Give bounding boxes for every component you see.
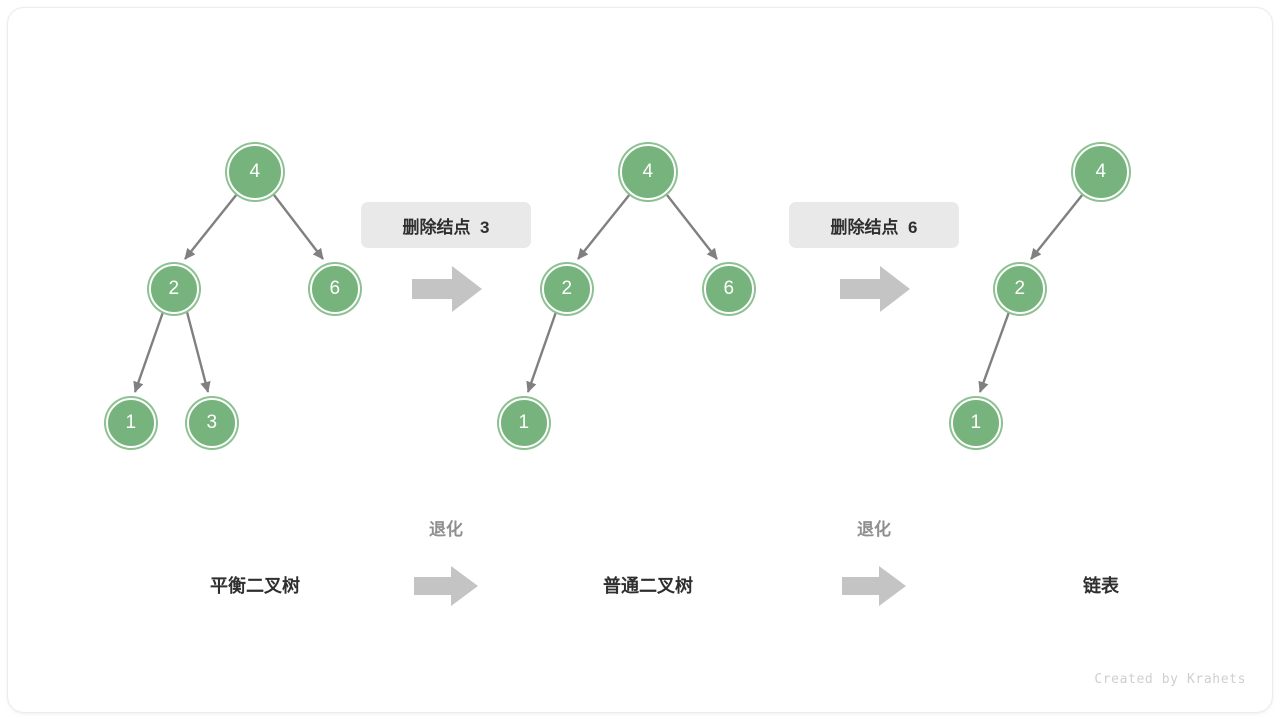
tree-node-balanced-4[interactable]: 4: [227, 144, 283, 200]
tree-edges-layer: [133, 193, 1084, 393]
watermark-credit: Created by Krahets: [1094, 672, 1246, 687]
summary-arrow-1: [414, 566, 478, 606]
edge-4-to-6: [666, 194, 718, 260]
tree-node-ordinary-1[interactable]: 1: [499, 398, 549, 448]
tree-node-balanced-1[interactable]: 1: [106, 398, 156, 448]
tree-node-ordinary-2[interactable]: 2: [542, 264, 592, 314]
transition-arrow-2: [840, 266, 910, 312]
op-label-delete-node-3: 删除结点 3: [361, 202, 531, 248]
summary-arrow-2: [842, 566, 906, 606]
tree-node-list-4[interactable]: 4: [1073, 144, 1129, 200]
edge-4-to-6: [273, 194, 324, 260]
tree-node-ordinary-4[interactable]: 4: [620, 144, 676, 200]
edge-2-to-3: [185, 311, 211, 393]
caption-linked-list: 链表: [1083, 576, 1119, 596]
caption-balanced-tree: 平衡二叉树: [210, 576, 300, 596]
edge-4-to-2: [184, 193, 238, 260]
caption-ordinary-tree: 普通二叉树: [603, 576, 693, 596]
edge-2-to-1: [526, 311, 558, 393]
tree-node-balanced-2[interactable]: 2: [149, 264, 199, 314]
tree-node-balanced-3[interactable]: 3: [187, 398, 237, 448]
edge-2-to-1: [978, 311, 1011, 393]
tree-node-list-1[interactable]: 1: [951, 398, 1001, 448]
edge-2-to-1: [133, 311, 165, 393]
edge-4-to-2: [1030, 193, 1084, 260]
sub-label-degenerate-2: 退化: [857, 520, 891, 539]
op-label-delete-node-6: 删除结点 6: [789, 202, 959, 248]
tree-node-balanced-6[interactable]: 6: [310, 264, 360, 314]
edge-4-to-2: [577, 193, 631, 260]
diagram-canvas: 4 2 6 1 3 4 2 6 1 4 2 1 删除结点 3 删除结点 6 退化…: [8, 8, 1272, 712]
transition-arrow-1: [412, 266, 482, 312]
tree-node-ordinary-6[interactable]: 6: [704, 264, 754, 314]
tree-node-list-2[interactable]: 2: [995, 264, 1045, 314]
sub-label-degenerate-1: 退化: [429, 520, 463, 539]
